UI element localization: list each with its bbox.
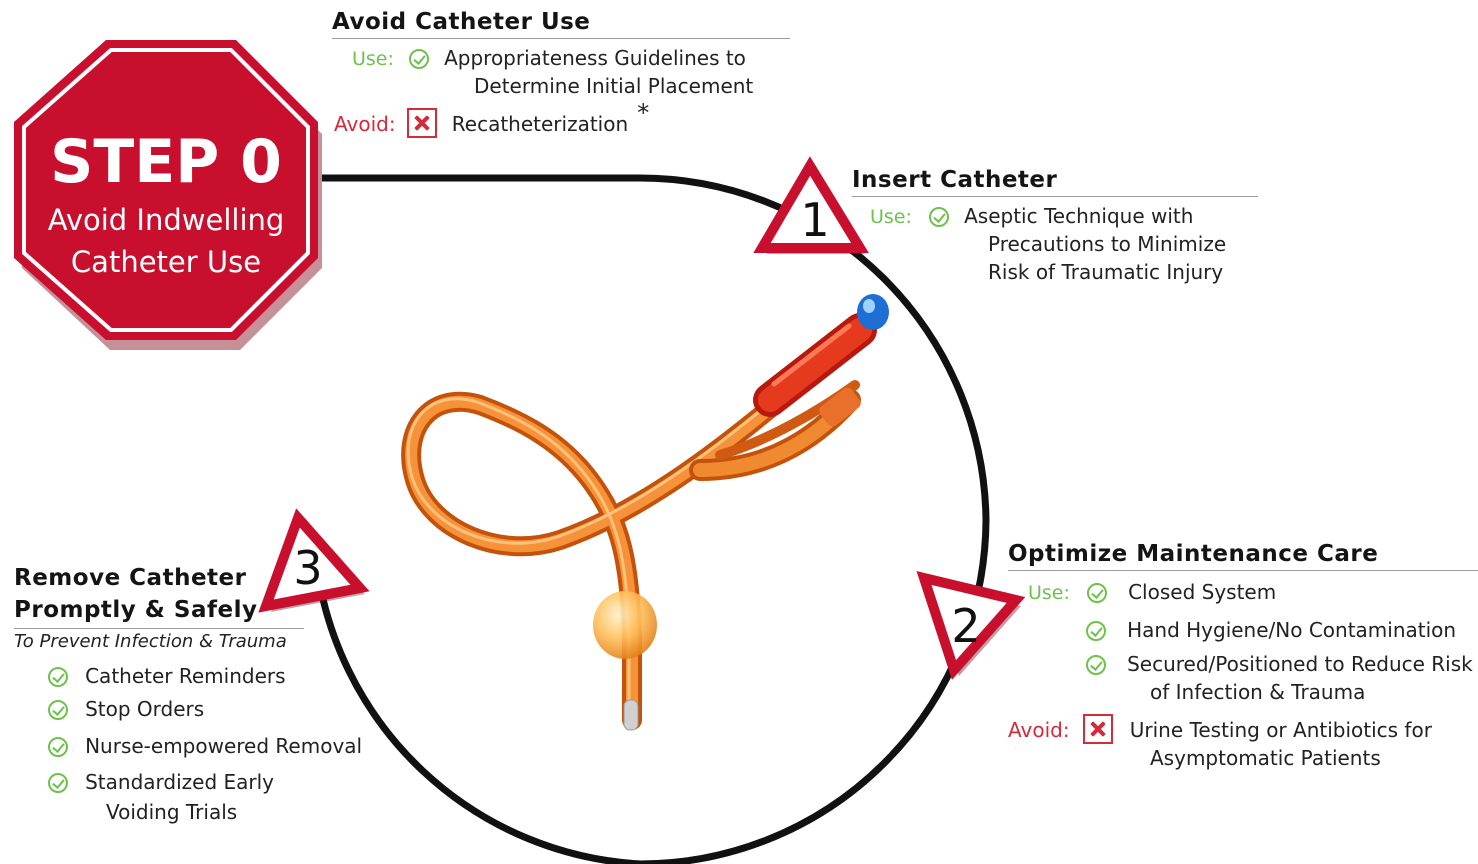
insert-line2: Precautions to Minimize <box>988 230 1226 258</box>
avoid-label: Avoid: <box>334 112 396 136</box>
asterisk: * <box>637 99 649 127</box>
step-1-number: 1 <box>800 193 829 247</box>
insert-use-row: Use: Aseptic Technique with <box>870 202 1193 231</box>
stop-sign-title: STEP 0 <box>50 127 282 197</box>
remove-item3-row: Nurse-empowered Removal <box>48 732 362 760</box>
step-2-number: 2 <box>951 599 980 653</box>
insert-line3: Risk of Traumatic Injury <box>988 258 1223 286</box>
stop-sign-line1: Avoid Indwelling <box>48 203 285 237</box>
check-circle-icon <box>929 207 949 227</box>
use-label: Use: <box>870 206 912 228</box>
check-circle-icon <box>1087 583 1107 603</box>
cycle-arc <box>316 178 986 864</box>
maintenance-item3-row: Secured/Positioned to Reduce Risk <box>1086 650 1473 678</box>
maintenance-avoid-row: Avoid: Urine Testing or Antibiotics for <box>1008 714 1432 744</box>
avoid-use-avoid-text: Recatheterization <box>452 112 628 136</box>
maintenance-avoid-line2: Asymptomatic Patients <box>1150 744 1381 772</box>
check-circle-icon <box>48 700 68 720</box>
check-circle-icon <box>48 737 68 757</box>
insert-line1: Aseptic Technique with <box>964 204 1193 228</box>
stop-sign-line2: Catheter Use <box>71 245 261 279</box>
maintenance-item2: Hand Hygiene/No Contamination <box>1127 618 1456 642</box>
check-circle-icon <box>1086 621 1106 641</box>
step-2-triangle: 2 <box>924 578 1021 676</box>
use-label: Use: <box>352 48 394 70</box>
remove-item3: Nurse-empowered Removal <box>85 734 362 758</box>
remove-heading-line1: Remove Catheter <box>14 562 304 594</box>
remove-item2-row: Stop Orders <box>48 695 204 723</box>
avoid-use-use-row: Use: Appropriateness Guidelines to <box>352 44 746 73</box>
use-label: Use: <box>1028 582 1070 604</box>
check-circle-icon <box>48 667 68 687</box>
maintenance-item3-line1: Secured/Positioned to Reduce Risk <box>1127 652 1473 676</box>
remove-item4-line2: Voiding Trials <box>106 798 237 826</box>
check-circle-icon <box>1086 655 1106 675</box>
remove-section: Remove Catheter Promptly & Safely To Pre… <box>14 562 304 652</box>
stop-sign: STEP 0 Avoid Indwelling Catheter Use <box>14 40 322 350</box>
maintenance-item2-row: Hand Hygiene/No Contamination <box>1086 616 1456 644</box>
x-box-icon <box>407 108 437 138</box>
remove-subtitle: To Prevent Infection & Trauma <box>14 631 304 652</box>
maintenance-item3-line2: of Infection & Trauma <box>1150 678 1365 706</box>
remove-item1-row: Catheter Reminders <box>48 662 286 690</box>
avoid-use-section: Avoid Catheter Use <box>332 8 790 39</box>
x-box-icon <box>1083 714 1113 744</box>
avoid-use-heading: Avoid Catheter Use <box>332 8 790 39</box>
catheter-illustration <box>408 294 889 730</box>
insert-section: Insert Catheter <box>852 166 1258 197</box>
maintenance-heading: Optimize Maintenance Care <box>1008 540 1478 571</box>
remove-item1: Catheter Reminders <box>85 664 285 688</box>
remove-item4-line1: Standardized Early <box>85 770 274 794</box>
check-circle-icon <box>409 49 429 69</box>
maintenance-item1-row: Use: Closed System <box>1028 578 1276 607</box>
avoid-use-use-line1: Appropriateness Guidelines to <box>444 46 746 70</box>
remove-item2: Stop Orders <box>85 697 204 721</box>
remove-heading-line2: Promptly & Safely <box>14 594 304 629</box>
avoid-use-avoid-row: Avoid: Recatheterization * <box>334 108 649 138</box>
avoid-use-use-line2: Determine Initial Placement <box>474 72 753 100</box>
maintenance-section: Optimize Maintenance Care <box>1008 540 1478 571</box>
avoid-label: Avoid: <box>1008 718 1070 742</box>
maintenance-item1: Closed System <box>1128 580 1276 604</box>
check-circle-icon <box>48 773 68 793</box>
remove-item4-row: Standardized Early <box>48 768 274 796</box>
maintenance-avoid-line1: Urine Testing or Antibiotics for <box>1130 718 1432 742</box>
insert-heading: Insert Catheter <box>852 166 1258 197</box>
